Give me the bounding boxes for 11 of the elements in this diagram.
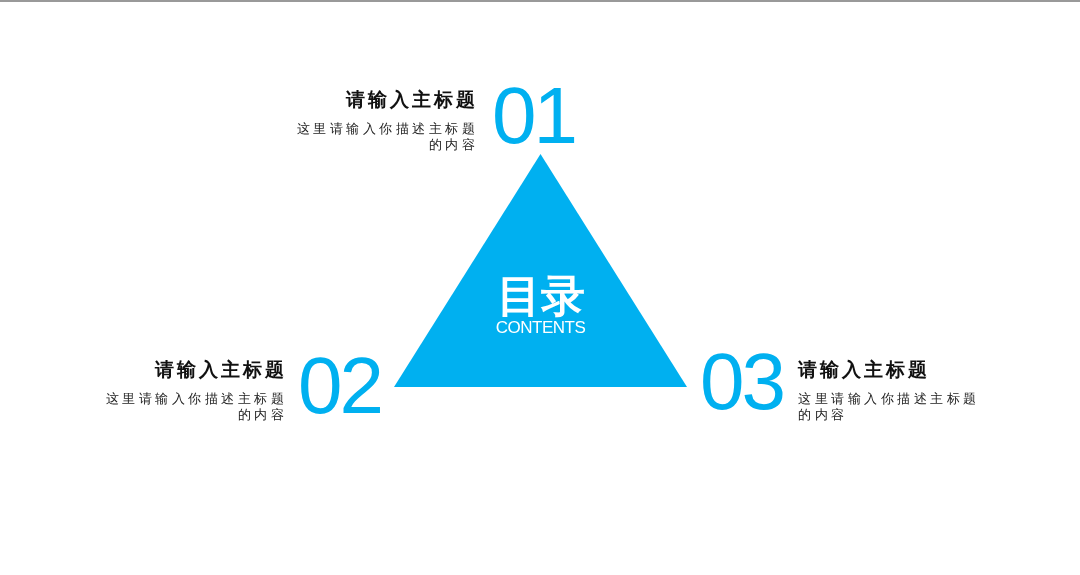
section-title: 请输入主标题 (155, 359, 287, 381)
section-title: 请输入主标题 (798, 359, 930, 381)
section-description: 这里请输入你描述主标题的内容 (295, 121, 478, 153)
subheading: CONTENTS (494, 318, 587, 338)
section-description: 这里请输入你描述主标题的内容 (104, 391, 287, 423)
section-number: 01 (492, 76, 575, 156)
section-number: 03 (700, 342, 783, 422)
section-description: 这里请输入你描述主标题的内容 (798, 391, 981, 423)
heading: 目录 (495, 272, 586, 320)
section-number: 02 (298, 346, 381, 426)
section-title: 请输入主标题 (346, 89, 478, 111)
